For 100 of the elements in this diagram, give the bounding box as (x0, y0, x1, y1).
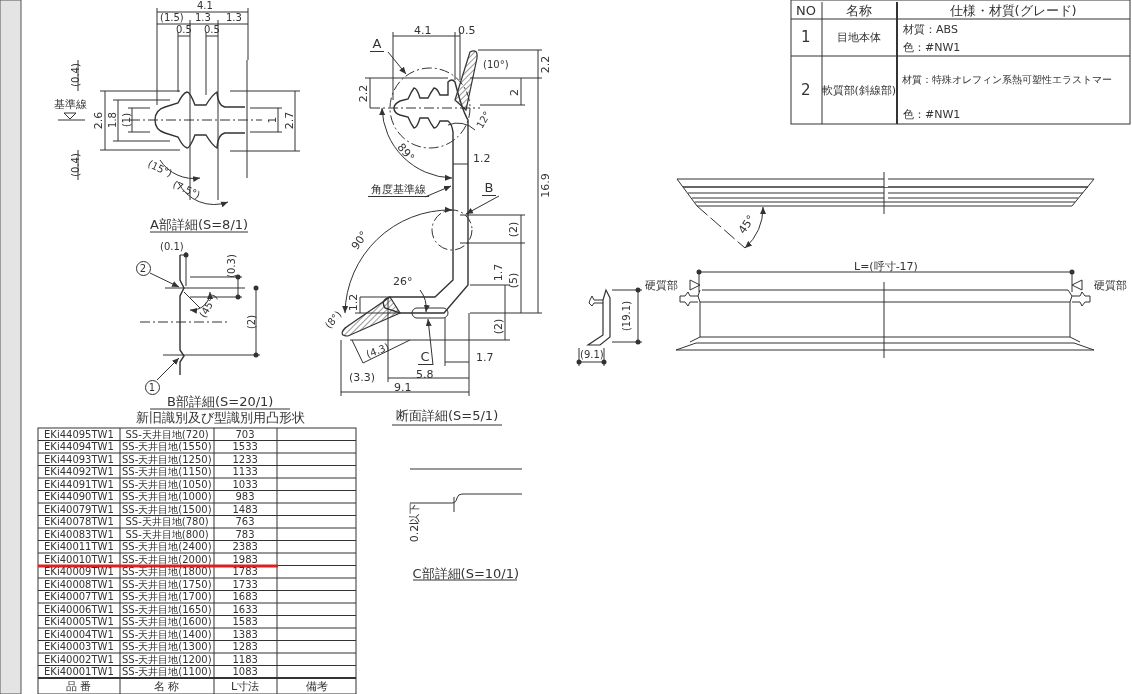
part-number: EKi40011TW1 (44, 542, 114, 552)
dimension-text: (2) (508, 221, 520, 237)
dimension-text: (5) (508, 272, 520, 288)
length-value: 1633 (232, 604, 258, 615)
part-number: EKi44092TW1 (44, 467, 114, 477)
material-text: 材質：ABS (903, 23, 958, 35)
colour-text: 色：#NW1 (903, 108, 961, 120)
part-text: 硬質部 (644, 279, 678, 291)
dimension-text: 9.1 (394, 381, 412, 393)
column-header: 品 番 (66, 681, 92, 692)
dimension-text: (9.1) (580, 350, 604, 360)
dimension-text: 1.7 (493, 263, 505, 281)
leader-line (156, 357, 180, 381)
product-name: SS-天井目地(1300) (122, 642, 212, 652)
angle-text: 26° (393, 275, 413, 287)
part-number: EKi44093TW1 (44, 454, 114, 465)
column-header: 仕様・材質(グレード) (949, 3, 1077, 17)
column-header: L寸法 (231, 681, 260, 692)
row-number: 2 (801, 82, 811, 98)
length-value: 1533 (232, 442, 258, 452)
part-number: EKi40010TW1 (44, 554, 114, 565)
part-number: EKi40002TW1 (44, 654, 114, 665)
product-name: SS-天井目地(720) (125, 429, 209, 440)
row-number: 1 (801, 29, 811, 45)
length-value: 1083 (232, 667, 258, 677)
product-name: SS-天井目地(1000) (122, 492, 212, 502)
product-name: SS-天井目地(1050) (122, 479, 212, 490)
column-header: 備考 (306, 681, 328, 692)
product-name: SS-天井目地(800) (125, 529, 209, 540)
dimension-text: 1 (268, 116, 279, 124)
dimension-text: 0.2以下 (409, 502, 421, 542)
leader-line (425, 318, 434, 366)
length-value: 1783 (232, 567, 258, 577)
datum-text: 基準線 (53, 98, 87, 110)
detail-title: C部詳細(S=10/1) (412, 566, 520, 580)
product-name: SS-天井目地(1500) (122, 504, 212, 515)
part-number: EKi40003TW1 (44, 642, 114, 652)
dimension-text: 0.5 (204, 25, 220, 35)
dimension-text: (0.4) (70, 63, 81, 87)
dimension-text: 2.6 (93, 111, 105, 129)
dimension-text: 2.2 (540, 55, 552, 73)
part-number: EKi40007TW1 (44, 592, 114, 602)
product-name: SS-天井目地(1800) (122, 567, 212, 577)
length-value: 1483 (232, 504, 258, 515)
part-number: EKi40005TW1 (44, 617, 114, 627)
length-value: 763 (235, 517, 255, 527)
part-number: EKi40001TW1 (44, 667, 114, 677)
dimension-text: 1.8 (107, 112, 118, 128)
dimension-text: (19.1) (622, 300, 633, 332)
part-number: EKi40009TW1 (44, 567, 114, 577)
part-number: EKi44095TW1 (44, 429, 114, 440)
dimension-text: 1.7 (476, 351, 494, 363)
length-value: 1583 (232, 617, 258, 627)
product-name: SS-天井目地(780) (125, 517, 209, 527)
leader-line (465, 195, 500, 215)
length-value: 2383 (232, 542, 258, 552)
colour-text: 色：#NW1 (903, 41, 961, 53)
product-name: SS-天井目地(1550) (122, 442, 212, 452)
length-value: 1383 (232, 629, 258, 640)
dimension-text: (1) (122, 112, 133, 128)
part-text: 硬質部 (1093, 279, 1127, 291)
length-value: 1983 (232, 554, 258, 565)
product-name: SS-天井目地(1700) (122, 592, 212, 602)
length-value: 783 (235, 529, 255, 540)
part-name: 軟質部(斜線部) (821, 84, 897, 96)
part-number: EKi40083TW1 (44, 529, 114, 540)
dimension-text: (2) (493, 318, 505, 334)
dimension-text: 2.2 (358, 84, 370, 102)
dimension-text: 0.5 (458, 24, 476, 36)
dimension-text: (0.4) (70, 153, 81, 177)
part-number: EKi40004TW1 (44, 629, 114, 640)
product-name: SS-天井目地(1750) (122, 579, 212, 590)
angle-text: (15°) (146, 159, 174, 179)
product-name: SS-天井目地(1100) (122, 667, 212, 677)
product-name: SS-天井目地(1400) (122, 629, 212, 640)
angle-text: 45° (736, 212, 757, 236)
length-value: 1033 (232, 479, 258, 490)
callout-letter: C (417, 349, 433, 365)
dimension-text: (1.5) (160, 13, 184, 23)
material-text: 材質：特殊オレフィン系熱可塑性エラストマー (902, 75, 1112, 85)
leader-line (387, 51, 407, 75)
part-number: EKi40006TW1 (44, 604, 114, 615)
angle-text: (8°) (323, 309, 344, 331)
part-name: 目地本体 (837, 31, 881, 43)
dimension-text: (0.1) (160, 242, 184, 252)
part-number: EKi40079TW1 (44, 504, 114, 515)
length-value: 983 (235, 492, 255, 502)
angle-text: 89° (395, 141, 417, 163)
angle-text: 12° (475, 109, 493, 131)
product-name: SS-天井目地(1250) (122, 454, 212, 465)
dimension-text: 1.3 (226, 13, 242, 23)
part-number: EKi44090TW1 (44, 492, 114, 502)
part-number: EKi44091TW1 (44, 479, 114, 490)
product-name: SS-天井目地(1200) (122, 654, 212, 665)
length-value: 703 (235, 429, 255, 440)
dimension-text: (0.3) (226, 254, 237, 278)
leader-line (424, 185, 452, 198)
product-name: SS-天井目地(2400) (122, 542, 212, 552)
leader-line (149, 272, 180, 288)
dimension-text: 16.9 (539, 172, 551, 198)
